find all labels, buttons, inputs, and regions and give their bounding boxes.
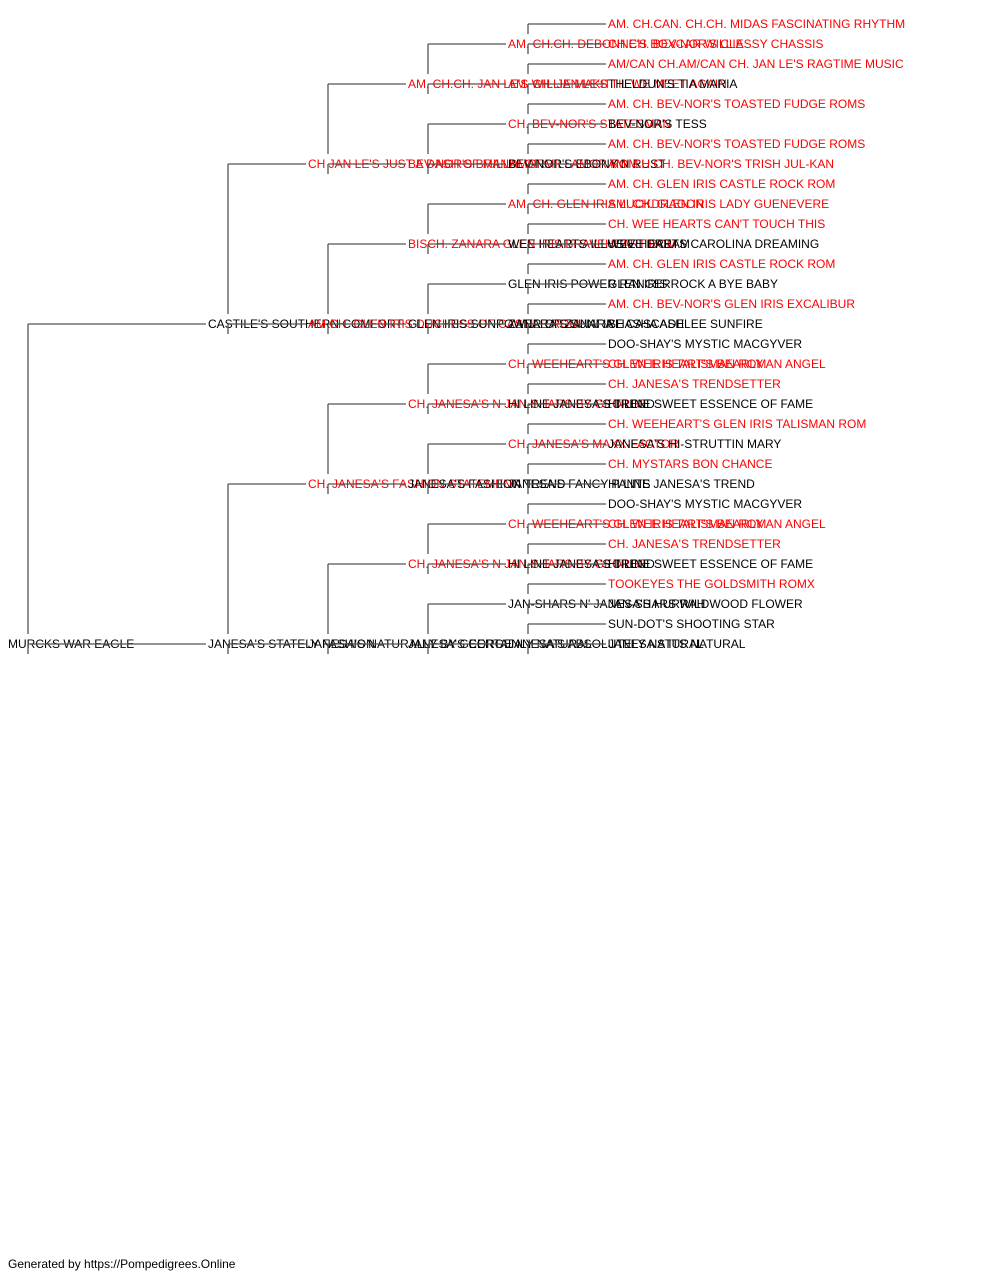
ancestor-name: HI-LINE SWEET ESSENCE OF FAME — [608, 397, 813, 411]
ancestor-name: AM. CH. GLEN IRIS CASTLE ROCK ROM — [608, 177, 835, 191]
ancestor-name: GLEN IRIS ROCK A BYE BABY — [608, 277, 778, 291]
ancestor-name: AM. CH. BEV-NOR'S GLEN IRIS EXCALIBUR — [608, 297, 855, 311]
ancestor-name: JANESA'S NATURALLY BY GEORGE — [308, 637, 512, 651]
ancestor-name: CH. JANESA'S FASHION STATEMENT — [308, 477, 520, 491]
ancestor-name: HI LINE JANESA'S TREND — [608, 477, 755, 491]
ancestor-name: THELDUN'S TIA MARIA — [608, 77, 737, 91]
ancestor-name: CH. JANESA'S TRENDSETTER — [608, 537, 781, 551]
ancestor-name: CH. WEE HEART'S BEARLY AN ANGEL — [608, 517, 826, 531]
ancestor-name: CH. WEE HEART'S BEARLY AN ANGEL — [608, 357, 826, 371]
ancestor-name: AM. CH. JAN LE'S TIL WE MEET AGAIN — [508, 77, 727, 91]
ancestor-name: CH.CH. BEV-NOR'S CLASSY CHASSIS — [608, 37, 823, 51]
ancestor-name: BEV-NOR'S BRANDI OF MILLAMOR ROM — [408, 157, 638, 171]
ancestor-name: AM. CH.CH. DEBONNE'S BOXCAR WILLIE — [508, 37, 744, 51]
ancestor-name: AM/CAN CH.AM/CAN CH. JAN LE'S RAGTIME MU… — [608, 57, 904, 71]
ancestor-name: JANESA'S ABSOLUTELY NATURAL — [508, 637, 704, 651]
ancestor-name: CH. WEEHEART'S GLEN IRIS TALISMAN ROM — [608, 417, 866, 431]
ancestor-name: AM. CH. GLEN IRIS LADY GUENEVERE — [608, 197, 829, 211]
ancestor-name: JAN-SHARS N' JANESA'S HURRAH — [508, 597, 705, 611]
ancestor-name: AM. CH.CH. JAN LE'S WILLIE MAKIT — [408, 77, 612, 91]
ancestor-name: AM. CH.CAN. CH.CH. MIDAS FASCINATING RHY… — [608, 17, 905, 31]
ancestor-name: BEV-NOR'S TESS — [608, 117, 707, 131]
ancestor-name: DOO-SHAY'S MYSTIC MACGYVER — [608, 497, 802, 511]
ancestor-name: CH JAN LE'S JUST A DASH OF MILLAMOR — [308, 157, 546, 171]
ancestor-name: SUN-DOT'S SHOOTING STAR — [608, 617, 775, 631]
ancestor-name: JANESA'S HI-STRUTTIN MARY — [608, 437, 781, 451]
ancestor-name: AM. CH. GLEN IRIS LUCKDRAGON — [508, 197, 704, 211]
ancestor-name: CH. WEE HEARTS CAN'T TOUCH THIS — [608, 217, 825, 231]
ancestor-name: AM. CH. BEV-NOR'S TOASTED FUDGE ROMS — [608, 97, 865, 111]
ancestor-name: TOOKEYES THE GOLDSMITH ROMX — [608, 577, 815, 591]
footer-credit: Generated by https://Pompedigrees.Online — [8, 1257, 236, 1271]
ancestor-name: CH. WEEHEART'S GLEN IRIS TALISMAN ROM — [508, 517, 766, 531]
ancestor-name: AM. CH.CH. BEV-NOR'S TRISH JUL-KAN — [608, 157, 834, 171]
ancestor-name: GLEN IRIS SUNPOWER OF ZANARA — [408, 317, 613, 331]
ancestor-name: CH. JANESA'S TRENDSETTER — [608, 377, 781, 391]
ancestor-name: CH. MYSTARS BON CHANCE — [608, 457, 772, 471]
ancestor-name: CH. WEEHEART'S GLEN IRIS TALISMAN ROM — [508, 357, 766, 371]
ancestor-name: JAN-SHARS WILDWOOD FLOWER — [608, 597, 803, 611]
ancestor-name: AM. CH. BEV-NOR'S TOASTED FUDGE ROMS — [608, 137, 865, 151]
ancestor-name: AM. CH. GLEN IRIS CASTLE ROCK ROM — [608, 257, 835, 271]
ancestor-name: SHASHA ASHLEE SUNFIRE — [608, 317, 763, 331]
ancestor-name: WEE HEARTS CAROLINA DREAMING — [608, 237, 819, 251]
ancestor-name: JANESA'S ITS NATURAL — [608, 637, 746, 651]
ancestor-name: DOO-SHAY'S MYSTIC MACGYVER — [608, 337, 802, 351]
ancestor-name: HI-LINE SWEET ESSENCE OF FAME — [608, 557, 813, 571]
